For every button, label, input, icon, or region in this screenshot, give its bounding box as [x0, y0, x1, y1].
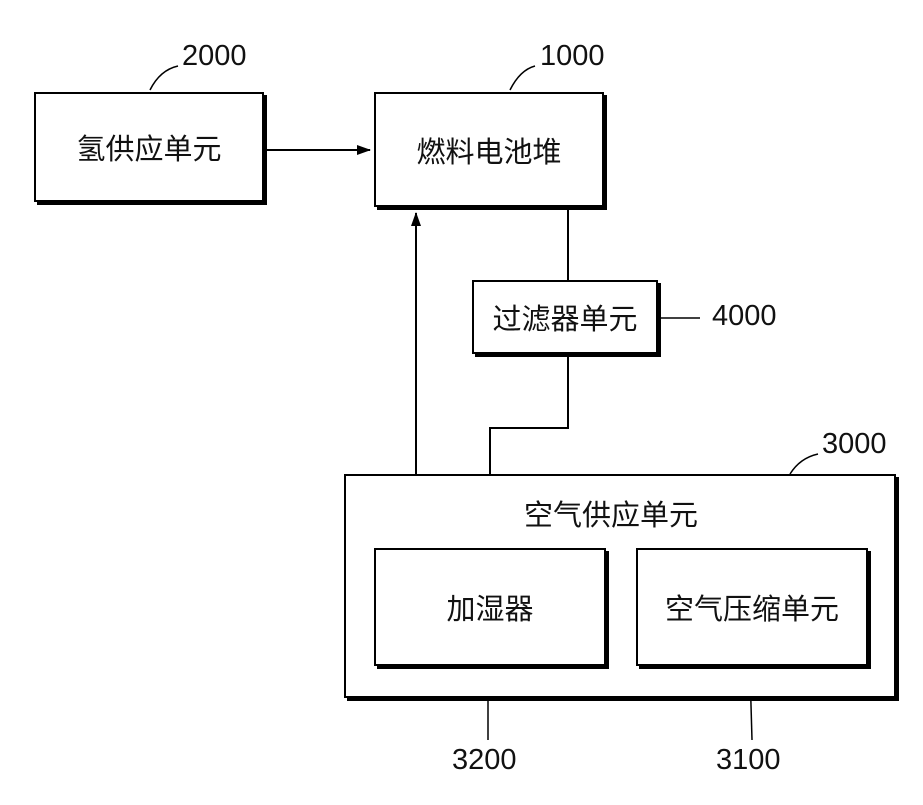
ref-leader-2000: [150, 66, 178, 90]
hydrogen-supply-label: 氢供应单元: [76, 126, 221, 168]
ref-4000: 4000: [712, 300, 777, 333]
ref-3200: 3200: [452, 744, 517, 777]
hydrogen-supply-block: 氢供应单元: [34, 92, 264, 202]
air-supply-label: 空气供应单元: [524, 492, 698, 534]
filter-unit-block: 过滤器单元: [472, 280, 658, 354]
ref-1000: 1000: [540, 40, 605, 73]
ref-3100: 3100: [716, 744, 781, 777]
ref-leader-1000: [510, 66, 535, 90]
ref-leader-3000: [790, 454, 818, 474]
fuel-cell-stack-block: 燃料电池堆: [374, 92, 604, 207]
humidifier-label: 加湿器: [446, 586, 533, 628]
humidifier-block: 加湿器: [374, 548, 606, 666]
ref-3000: 3000: [822, 428, 887, 461]
filter-unit-label: 过滤器单元: [492, 296, 637, 338]
air-compression-block: 空气压缩单元: [636, 548, 868, 666]
ref-2000: 2000: [182, 40, 247, 73]
fuel-cell-stack-label: 燃料电池堆: [416, 129, 561, 171]
air-compression-label: 空气压缩单元: [665, 586, 839, 628]
